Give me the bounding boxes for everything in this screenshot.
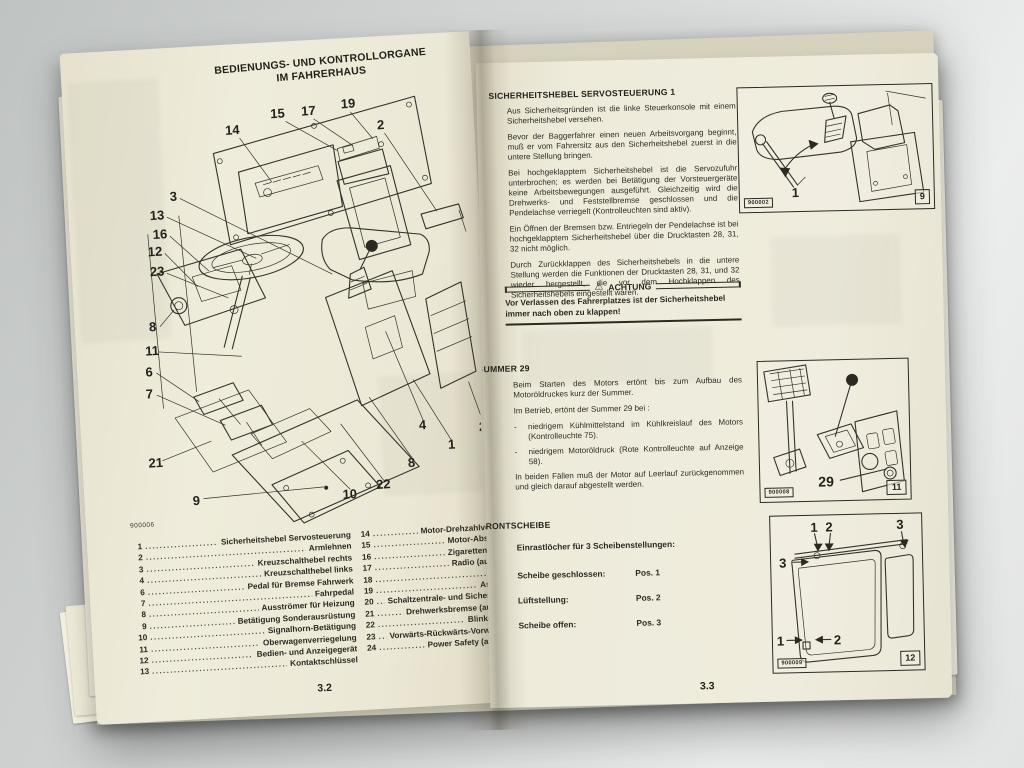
section-summer-text: Beim Starten des Motors ertönt bis zum A…	[513, 375, 745, 498]
callout-10: 10	[342, 486, 357, 502]
paragraph: Bei hochgeklapptem Sicherheitshebel ist …	[508, 163, 738, 218]
callout-11: 11	[145, 343, 160, 359]
fig12-photo-code: 900009	[777, 657, 807, 669]
section-sicherheitshebel-text: Aus Sicherheitsgründen ist die linke Ste…	[507, 101, 740, 306]
paragraph: Ein Öffnen der Bremsen bzw. Entriegeln d…	[509, 219, 739, 254]
frontscheibe-drawing: 1 2 3 3 1 2	[777, 517, 915, 663]
paragraph: Beim Starten des Motors ertönt bis zum A…	[512, 375, 743, 400]
section-heading-summer: SUMMER 29	[477, 363, 530, 375]
legend-right-column: 14Motor-Drehzahlverste 15Motor-Abstellh …	[355, 522, 506, 655]
fig12-callout-2-top: 2	[825, 519, 833, 534]
fig12-callout-1-top: 1	[810, 520, 818, 535]
callout-13: 13	[149, 207, 164, 223]
fig11-photo-code: 900008	[764, 487, 794, 498]
fig12-callout-3-left: 3	[779, 555, 787, 570]
fig12-frame-number: 12	[900, 650, 921, 666]
fig12-callout-1-bottom: 1	[777, 633, 785, 648]
warning-box: ACHTUNG Vor Verlassen des Fahrerplatzes …	[504, 279, 742, 326]
section-heading-sicherheitshebel: SICHERHEITSHEBEL SERVOSTEUERUNG 1	[488, 86, 676, 102]
callout-15: 15	[270, 106, 285, 122]
warning-triangle-icon	[594, 282, 603, 292]
safety-lever-drawing: 1	[751, 90, 926, 203]
right-page-number: 3.3	[699, 680, 715, 693]
fig9-photo-code: 900002	[743, 197, 774, 209]
legend-left-column: 1Sicherheitshebel Servosteuerung 2Armleh…	[127, 530, 358, 679]
callout-1: 1	[448, 437, 456, 452]
diagram-photo-code: 900006	[129, 521, 155, 530]
position-row: Scheibe offen: Pos. 3	[518, 617, 662, 631]
section-heading-frontscheibe: FRONTSCHEIBE	[480, 519, 551, 532]
callout-12: 12	[147, 244, 162, 260]
left-page-number: 3.2	[317, 681, 333, 695]
paragraph: Aus Sicherheitsgründen ist die linke Ste…	[506, 101, 736, 126]
warning-label: ACHTUNG	[608, 281, 652, 293]
callout-14: 14	[225, 122, 241, 138]
warning-text: Vor Verlassen des Fahrerplatzes ist der …	[505, 293, 726, 319]
callout-8b: 8	[408, 455, 416, 470]
frontscheibe-intro: Einrastlöcher für 3 Scheibenstellungen:	[516, 538, 676, 553]
fig11-callout-29: 29	[818, 473, 834, 489]
manual-left-page: BEDIENUNGS- UND KONTROLLORGANE IM FAHRER…	[59, 31, 507, 725]
paragraph: Im Betrieb, ertönt der Summer 29 bei :	[513, 403, 650, 416]
manual-right-page: SICHERHEITSHEBEL SERVOSTEUERUNG 1 Aus Si…	[475, 52, 953, 709]
callout-8: 8	[149, 319, 157, 334]
callout-23: 23	[149, 263, 164, 279]
section-frontscheibe-text: Einrastlöcher für 3 Scheibenstellungen: …	[517, 537, 749, 645]
figure-frontscheibe: 1 2 3 3 1 2 900009 12	[769, 512, 926, 674]
callout-21: 21	[148, 455, 163, 471]
callout-9: 9	[192, 493, 200, 508]
fig12-callout-3-right: 3	[896, 517, 904, 532]
fig9-callout-1: 1	[792, 185, 800, 200]
bullet-item: niedrigem Motoröldruck (Rote Kontrolleuc…	[514, 442, 743, 467]
callout-22: 22	[376, 476, 391, 492]
callout-16: 16	[152, 226, 167, 242]
figure-safety-lever: 1 900002 9	[736, 82, 936, 214]
fig12-callout-2-bottom: 2	[834, 632, 842, 647]
callout-3: 3	[169, 189, 177, 204]
paragraph: Bevor der Baggerfahrer einen neuen Arbei…	[507, 127, 737, 162]
callout-2: 2	[377, 117, 385, 132]
callout-19: 19	[340, 96, 355, 112]
callout-6: 6	[145, 364, 153, 379]
bullet-item: niedrigem Kühlmittelstand im Kühlkreisla…	[514, 417, 743, 442]
callout-7: 7	[145, 386, 153, 401]
summer-console-drawing: 29	[763, 364, 905, 493]
paragraph: In beiden Fällen muß der Motor auf Leerl…	[515, 467, 745, 492]
callout-4: 4	[418, 417, 427, 432]
figure-summer-console: 29 900008 11	[756, 357, 912, 503]
cab-controls-diagram: 14 15 17 19 2 3 13 16 12 23 8 11 6 7 21 …	[145, 96, 486, 524]
callout-17: 17	[301, 103, 316, 119]
fig9-frame-number: 9	[914, 189, 931, 205]
fig11-frame-number: 11	[886, 479, 907, 496]
